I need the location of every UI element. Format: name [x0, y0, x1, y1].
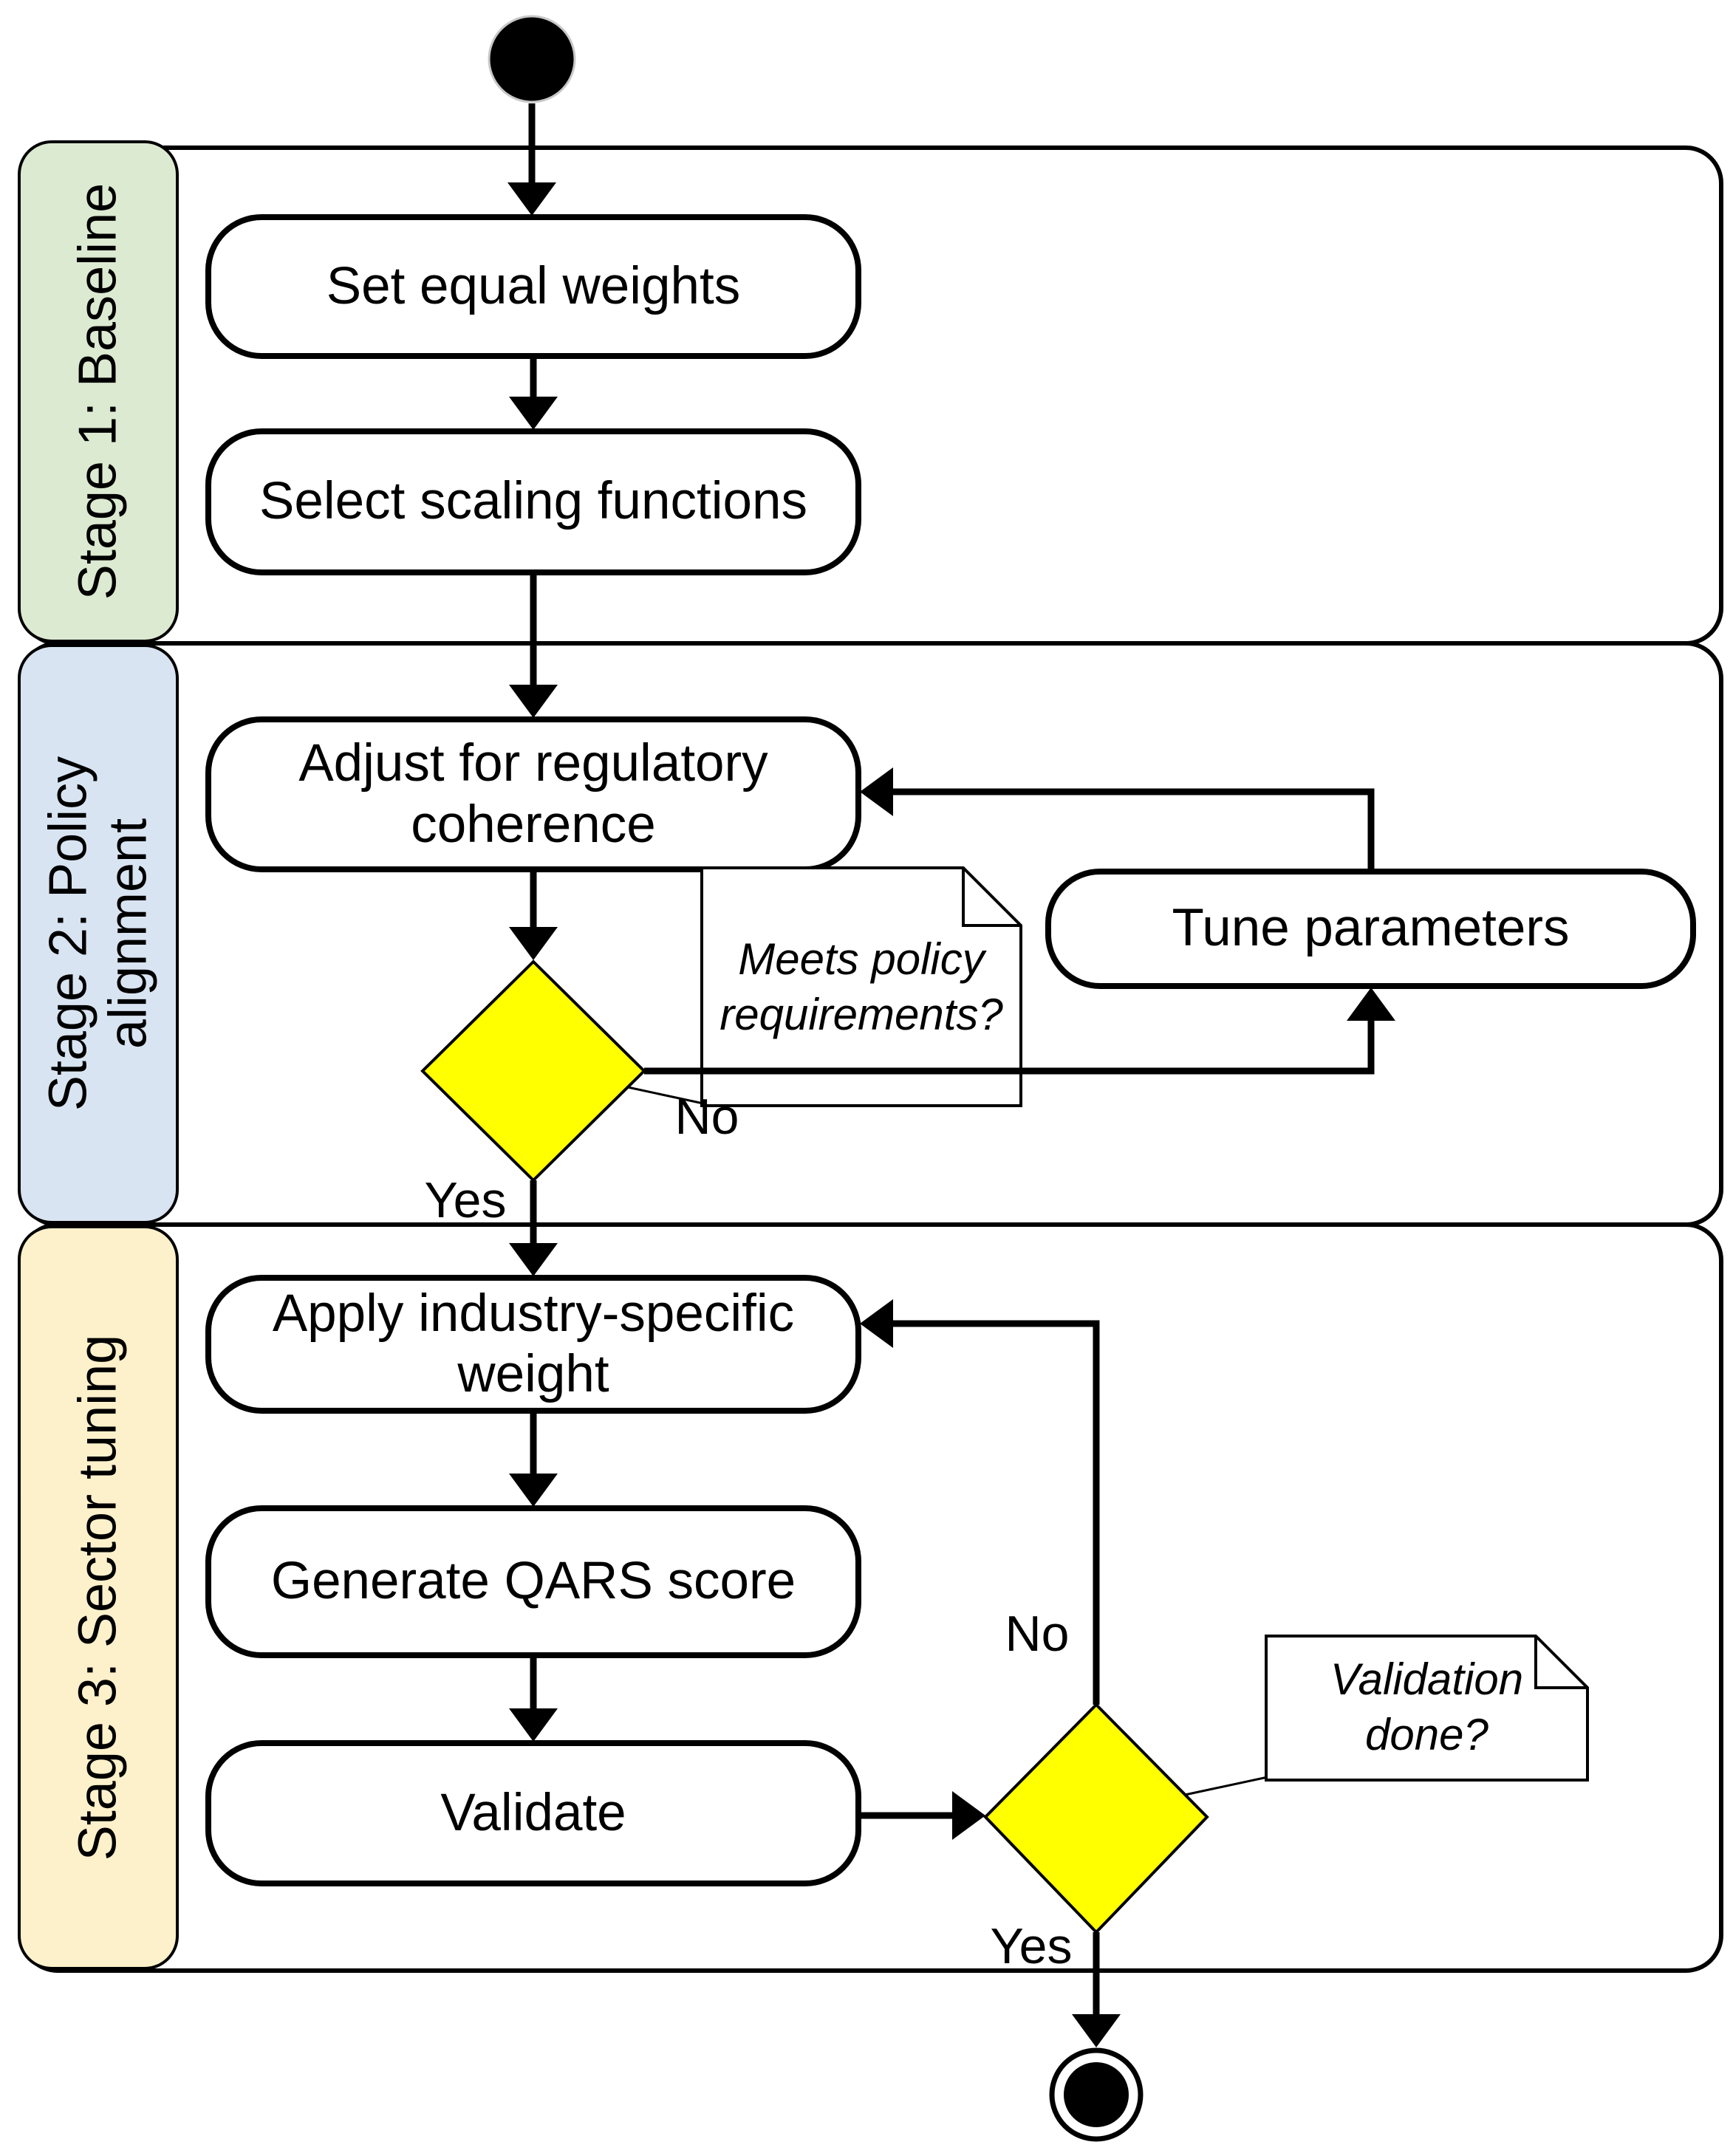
stage2-label-box [18, 644, 179, 1224]
arrowhead-icon [509, 1243, 558, 1276]
arrowhead-icon [1072, 2014, 1121, 2047]
note-text-meets-policy-requirements: Meets policy requirements? [719, 934, 1003, 1039]
activity-label-adjust-regulatory-coherence: Adjust for regulatory coherence [298, 734, 768, 854]
stage3-label-box [18, 1225, 179, 1970]
decision1-no-label: No [674, 1088, 739, 1145]
note-text-validation-done: Validation done? [1330, 1654, 1524, 1759]
activity-label-validate: Validate [440, 1783, 626, 1842]
arrowhead-icon [860, 767, 893, 816]
arrowhead-icon [509, 397, 558, 430]
arrowhead-icon [509, 685, 558, 718]
note-fold-policy-icon [962, 868, 1021, 927]
arrowhead-icon [509, 1708, 558, 1742]
activity-label-select-scaling-functions: Select scaling functions [259, 472, 807, 531]
arrowhead-icon [507, 182, 556, 216]
decision1-yes-label: Yes [424, 1171, 507, 1228]
note-connector-policy [627, 1086, 704, 1105]
note-shape-policy [700, 866, 1022, 1107]
stage3-label: Stage 3: Sector tuning [68, 1334, 128, 1861]
arrowhead-icon [509, 927, 558, 960]
edge-decision2-no-to-apply-feedback [891, 1320, 1100, 1705]
note-connector-validation [1184, 1776, 1268, 1796]
stage1-label: Stage 1: Baseline [68, 182, 128, 600]
start-node [488, 15, 576, 103]
end-node [1064, 2062, 1129, 2127]
decision2-yes-label: Yes [990, 1917, 1073, 1974]
activity-label-tune-parameters: Tune parameters [1172, 899, 1570, 958]
note-fold-validation-icon [1534, 1636, 1587, 1689]
edge-decision1-no-to-tune [644, 1019, 1375, 1075]
activity-label-set-equal-weights: Set equal weights [326, 256, 741, 315]
stage2-label: Stage 2: Policy alignment [38, 756, 157, 1112]
stage1-label-box [18, 140, 179, 643]
decision2-no-label: No [1005, 1605, 1070, 1662]
arrowhead-icon [952, 1791, 985, 1840]
edge-tune-to-adjust-feedback [891, 788, 1375, 872]
arrowhead-icon [509, 1474, 558, 1507]
arrowhead-icon [1347, 988, 1395, 1021]
arrowhead-icon [860, 1299, 893, 1348]
note-shape-validation [1265, 1635, 1589, 1782]
activity-label-apply-industry-weight: Apply industry-specific weight [272, 1284, 795, 1403]
activity-label-generate-qars-score: Generate QARS score [270, 1552, 796, 1611]
